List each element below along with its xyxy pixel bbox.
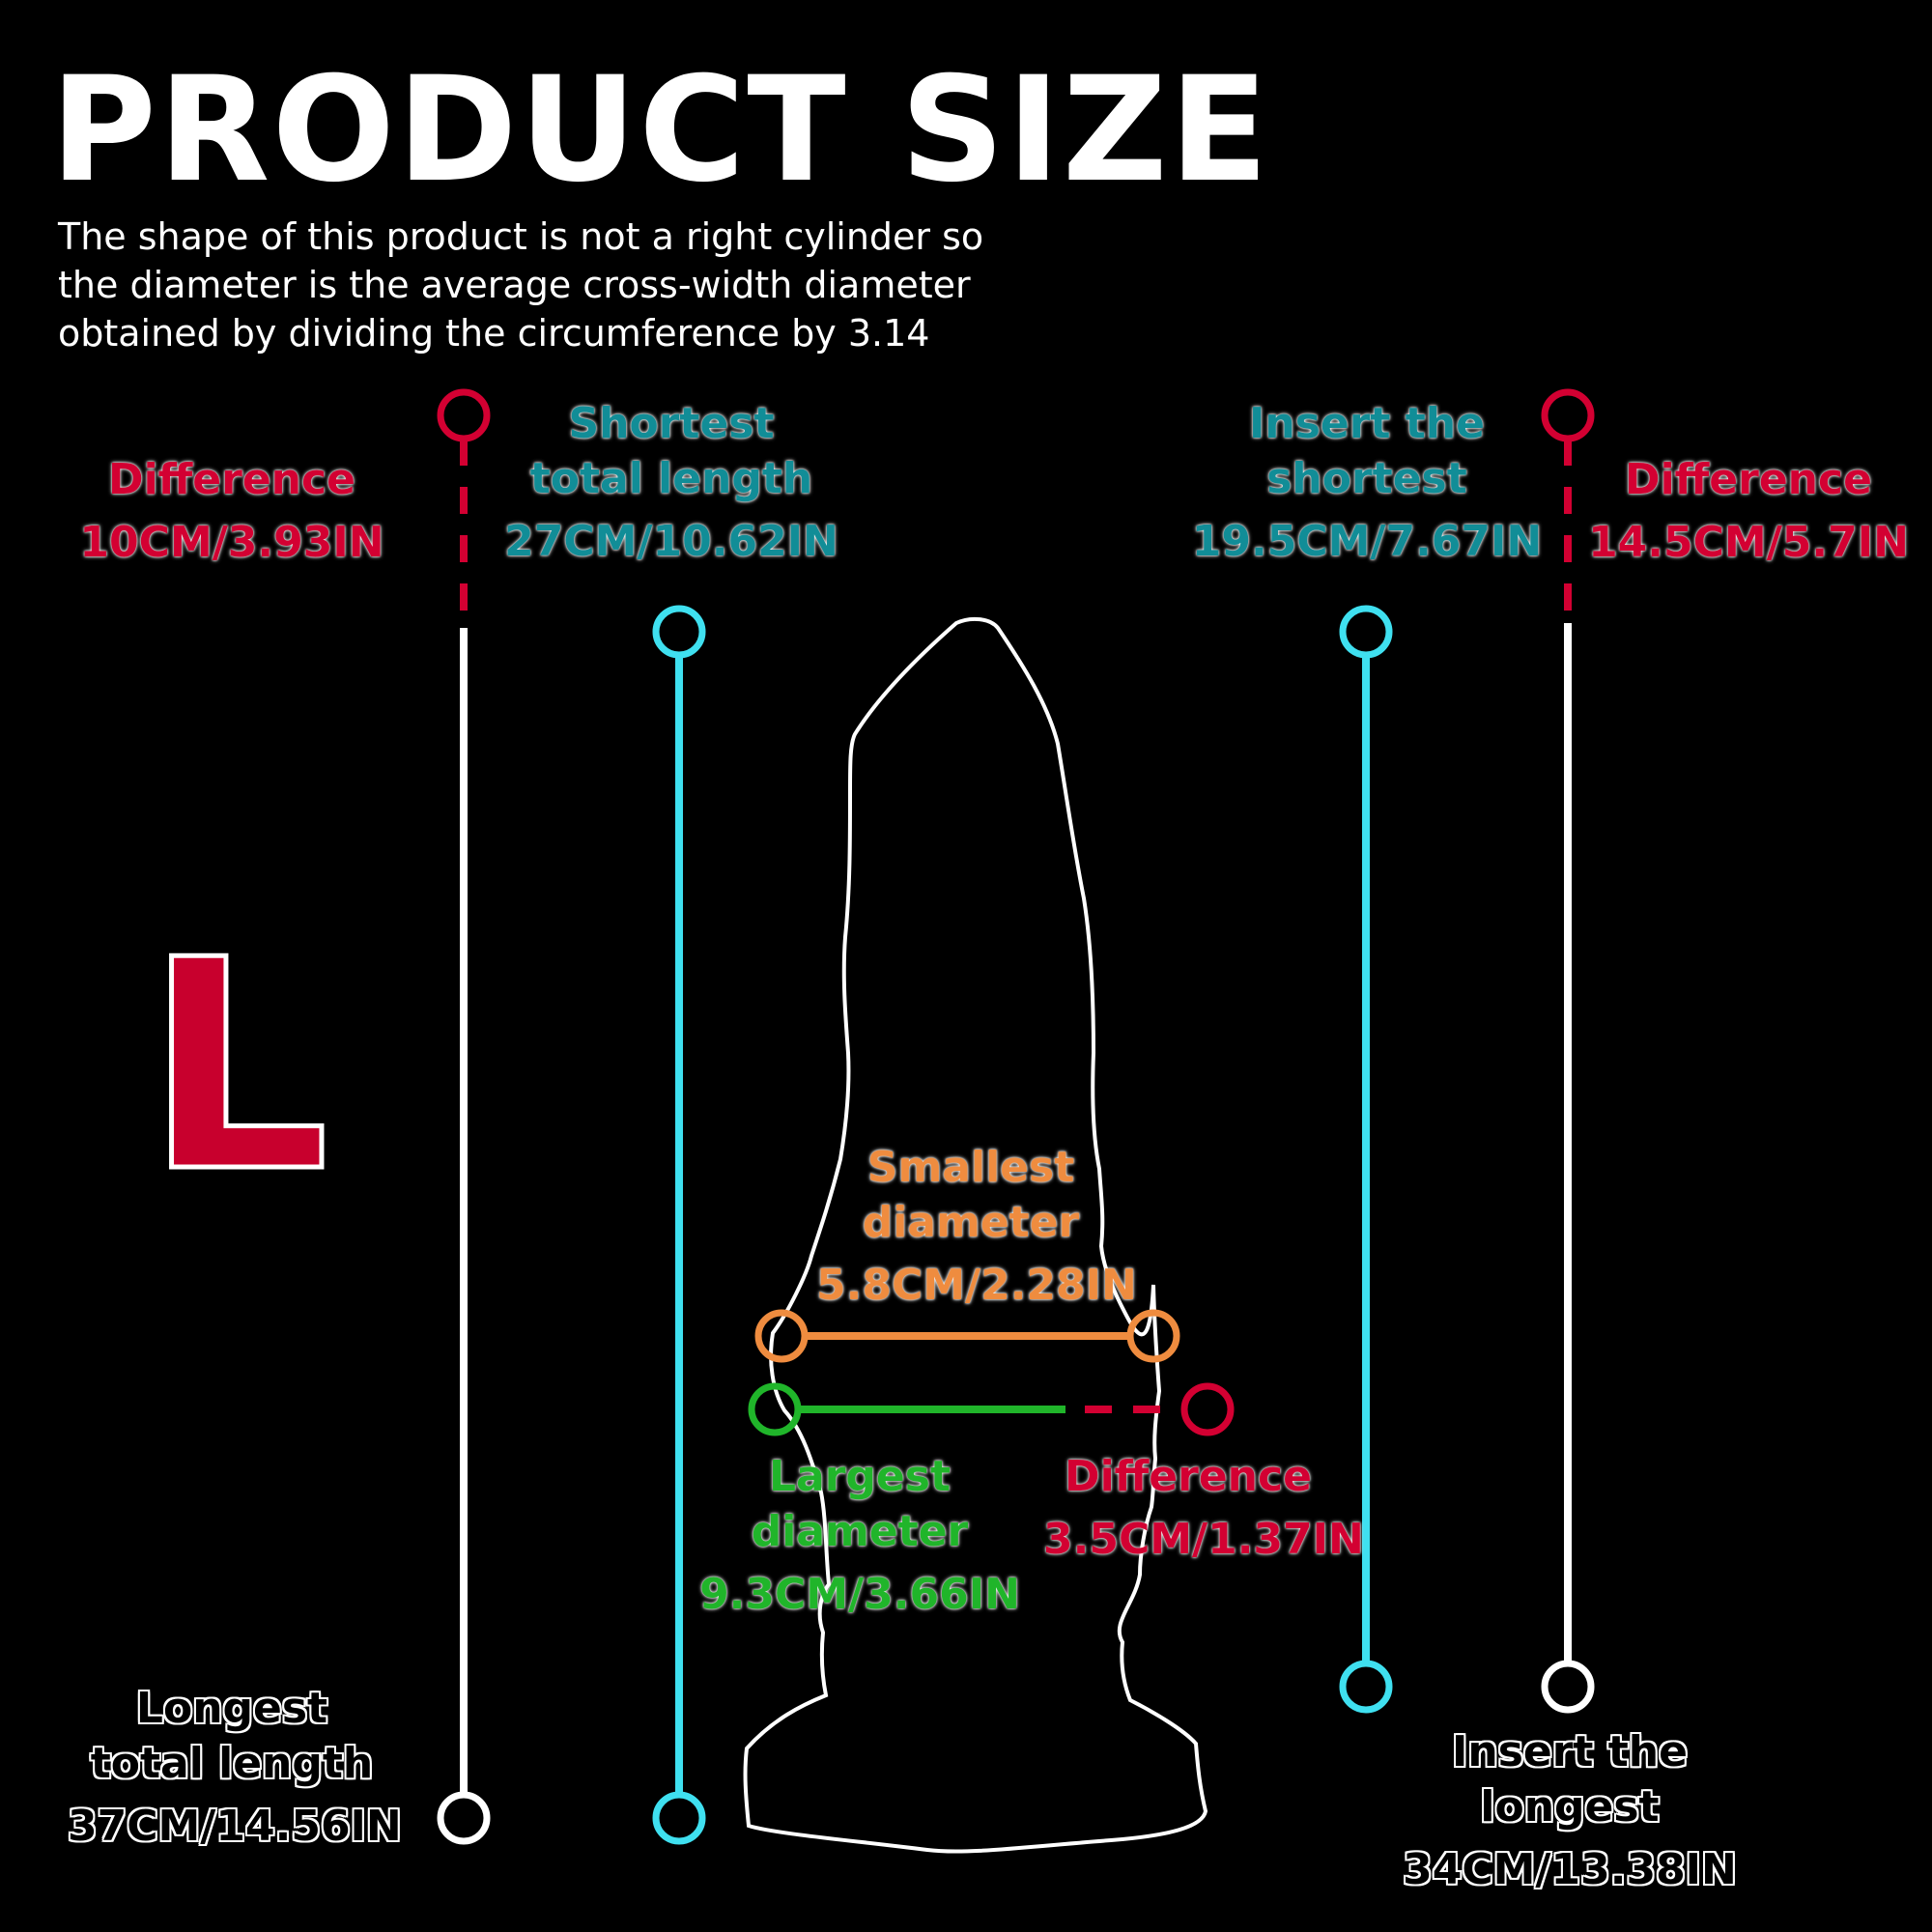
diff-right-title: Difference	[1625, 455, 1872, 504]
largest-diameter-title-2: diameter	[751, 1507, 969, 1557]
shortest-total-title-2: total length	[529, 454, 813, 504]
diff-left-value: 10CM/3.93IN	[79, 518, 384, 568]
shortest-total-label: Shortest total length 27CM/10.62IN	[493, 396, 850, 570]
diff-right-value: 14.5CM/5.7IN	[1588, 518, 1909, 568]
longest-total-title-1: Longest	[135, 1684, 328, 1733]
marker-red-diameter	[1180, 1382, 1235, 1436]
marker-orange-right	[1126, 1309, 1180, 1363]
shortest-total-value: 27CM/10.62IN	[504, 517, 838, 567]
marker-cyan-left-bottom	[652, 1791, 706, 1845]
insert-longest-label: Insert the longest 34CM/13.38IN	[1391, 1724, 1748, 1898]
marker-cyan-left-top	[652, 605, 706, 659]
diff-diameter-title: Difference	[1065, 1452, 1312, 1501]
subtitle-line: obtained by dividing the circumference b…	[58, 312, 930, 355]
longest-total-value: 37CM/14.56IN	[68, 1802, 402, 1852]
marker-cyan-right-top	[1339, 605, 1393, 659]
longest-total-label: Longest total length 37CM/14.56IN	[68, 1681, 402, 1855]
subtitle-line: the diameter is the average cross-width …	[58, 264, 971, 306]
insert-shortest-label: Insert the shortest 19.5CM/7.67IN	[1183, 396, 1550, 570]
page-title: PRODUCT SIZE	[50, 46, 1270, 214]
largest-diameter-title-1: Largest	[769, 1452, 951, 1501]
diff-diameter-value: 3.5CM/1.37IN	[1043, 1515, 1364, 1565]
subtitle: The shape of this product is not a right…	[58, 213, 1121, 357]
size-letter: L	[142, 898, 331, 1236]
largest-diameter-label: Largest diameter 9.3CM/3.66IN	[696, 1449, 1024, 1623]
shortest-total-title-1: Shortest	[568, 399, 775, 448]
diff-left-title: Difference	[108, 455, 355, 504]
subtitle-line: The shape of this product is not a right…	[58, 215, 984, 258]
insert-shortest-value: 19.5CM/7.67IN	[1191, 517, 1543, 567]
smallest-diameter-title-1: Smallest	[867, 1143, 1075, 1192]
marker-left-top	[437, 388, 491, 442]
diff-diameter-label: Difference 3.5CM/1.37IN	[1043, 1449, 1364, 1567]
diff-right-label: Difference 14.5CM/5.7IN	[1584, 452, 1913, 570]
marker-cyan-right-bottom	[1339, 1660, 1393, 1714]
insert-shortest-title-2: shortest	[1266, 454, 1467, 504]
insert-shortest-title-1: Insert the	[1249, 399, 1485, 448]
insert-longest-value: 34CM/13.38IN	[1403, 1845, 1737, 1895]
insert-longest-title-2: longest	[1480, 1782, 1660, 1833]
smallest-diameter-value: 5.8CM/2.28IN	[816, 1261, 1137, 1311]
product-silhouette	[743, 616, 1208, 1854]
diff-left-label: Difference 10CM/3.93IN	[68, 452, 396, 570]
marker-left-bottom	[437, 1791, 491, 1845]
insert-longest-title-1: Insert the	[1452, 1727, 1688, 1776]
largest-diameter-value: 9.3CM/3.66IN	[699, 1570, 1020, 1620]
marker-right-bottom	[1541, 1660, 1595, 1714]
smallest-diameter-title-2: diameter	[862, 1198, 1080, 1248]
marker-right-top	[1541, 388, 1595, 442]
longest-total-title-2: total length	[90, 1739, 374, 1789]
smallest-diameter-label: Smallest diameter 5.8CM/2.28IN	[816, 1140, 1137, 1314]
